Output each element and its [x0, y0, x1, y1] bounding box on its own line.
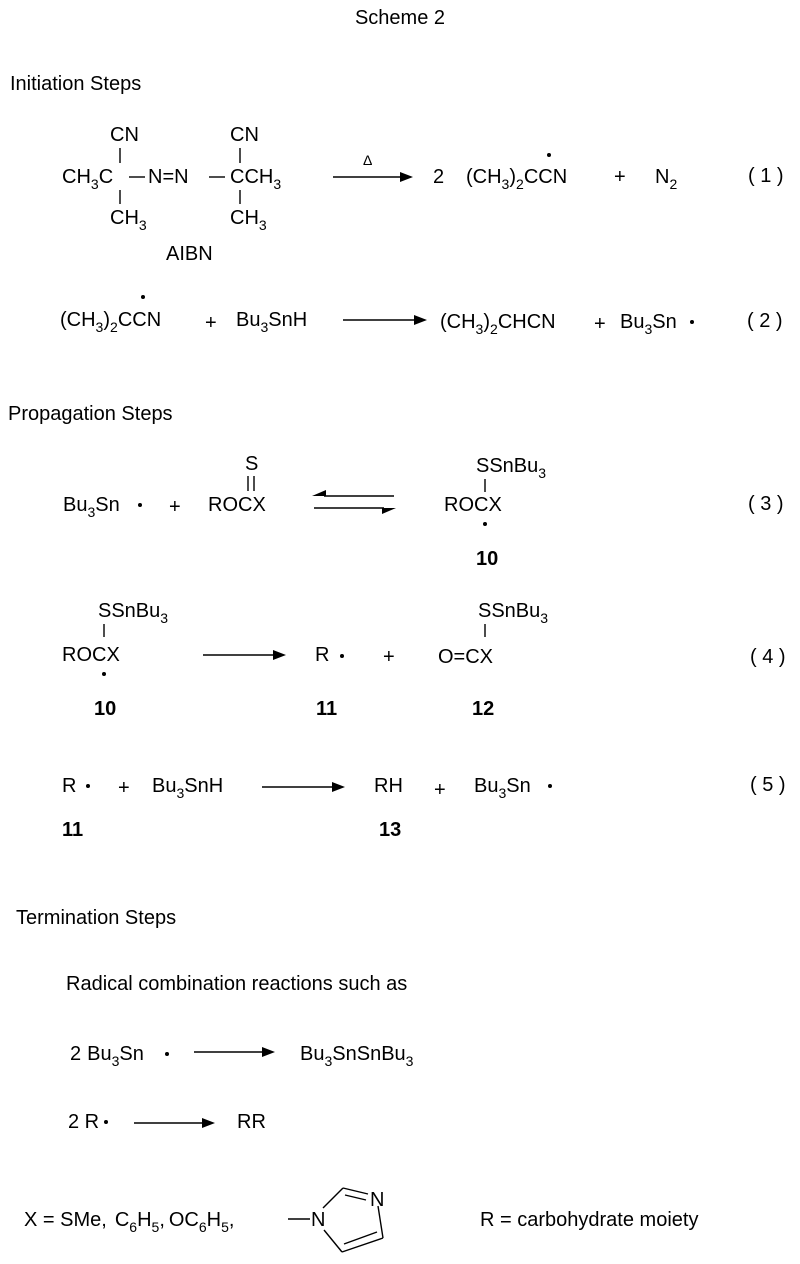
eq1-cch3-right: CCH3 [230, 166, 281, 192]
eq5-alkyl-radical: R [62, 775, 76, 797]
propagation-heading: Propagation Steps [8, 403, 173, 425]
eq2-arrow-head [414, 315, 427, 325]
imidazole-bond-c5-n1 [323, 1229, 343, 1253]
eq2-product-nitrile: (CH3)2CHCN [440, 311, 556, 337]
eq4-plus: + [383, 646, 395, 668]
eq3-adduct: ROCX [444, 494, 502, 516]
eq2-number: ( 2 ) [747, 310, 783, 332]
eq3-tin-radical-dot [138, 503, 142, 507]
equation-3: Bu3Sn + S ROCX SSnBu3 ROCX 10 ( 3 ) [63, 453, 784, 570]
imidazole-bond-c2-n3-b [344, 1194, 367, 1201]
eq3-xanthate: ROCX [208, 494, 266, 516]
eq3-tin-radical: Bu3Sn [63, 494, 120, 520]
eq4-label-11: 11 [316, 698, 337, 720]
eq5-alkane: RH [374, 775, 403, 797]
eq4-alkyl-radical: R [315, 644, 329, 666]
eq3-plus: + [169, 496, 181, 518]
termination-r-radical-dot [104, 1120, 108, 1124]
eq4-product-substituent: SSnBu3 [478, 600, 548, 626]
eq4-adduct: ROCX [62, 644, 120, 666]
imidazole-bond-c4-c5-b [343, 1231, 378, 1245]
eq5-number: ( 5 ) [750, 774, 786, 796]
eq5-tin-radical: Bu3Sn [474, 775, 531, 801]
termination-dimer: RR [237, 1111, 266, 1133]
eq1-ch3-left: CH3C [62, 166, 113, 192]
eq4-adduct-substituent: SSnBu3 [98, 600, 168, 626]
eq1-azo: N=N [148, 166, 189, 188]
imidazole-n1: N [311, 1209, 325, 1231]
eq3-adduct-substituent: SSnBu3 [476, 455, 546, 481]
eq1-nitrogen: N2 [655, 166, 677, 192]
eq3-arrow-reverse-head [312, 490, 326, 496]
r-definition: R = carbohydrate moiety [480, 1209, 698, 1231]
eq1-ch3-bottom-left: CH3 [110, 207, 147, 233]
eq1-heat-symbol: Δ [363, 152, 372, 168]
eq3-adduct-radical-dot [483, 522, 487, 526]
eq1-number: ( 1 ) [748, 165, 784, 187]
eq1-aibn-label: AIBN [166, 243, 213, 265]
imidazole-bond-n3-c4 [377, 1205, 384, 1239]
termination-reactant-r: 2 R [68, 1111, 99, 1133]
eq1-cn-left: CN [110, 124, 139, 146]
eq1-coefficient: 2 [433, 166, 444, 188]
equation-5: R 11 + Bu3SnH RH 13 + Bu3Sn ( 5 ) [62, 774, 786, 841]
eq2-tin-hydride: Bu3SnH [236, 309, 307, 335]
eq1-ch3-bottom-right: CH3 [230, 207, 267, 233]
eq4-arrow-head [273, 650, 286, 660]
eq5-alkyl-radical-dot [86, 784, 90, 788]
eq5-tin-hydride: Bu3SnH [152, 775, 223, 801]
termination-arrow-2-head [202, 1118, 215, 1128]
equation-4: SSnBu3 ROCX 10 R 11 + SSnBu3 O=CX 12 ( 4… [62, 600, 786, 720]
equation-1: CN CN CH3C N=N CCH3 CH3 CH3 AIBN Δ 2 (CH… [62, 124, 784, 265]
termination-tin-radical-dot [165, 1052, 169, 1056]
eq2-plus-2: + [594, 313, 606, 335]
eq2-tin-radical: Bu3Sn [620, 311, 677, 337]
eq1-arrow-head [400, 172, 413, 182]
eq1-plus: + [614, 166, 626, 188]
scheme-title: Scheme 2 [355, 7, 445, 29]
eq5-plus-2: + [434, 779, 446, 801]
eq2-plus-1: + [205, 312, 217, 334]
imidazole-bond-c4-c5-a [341, 1237, 384, 1253]
eq5-label-11: 11 [62, 819, 83, 841]
eq3-sulfur: S [245, 453, 258, 475]
eq2-radical-dot [141, 295, 145, 299]
equation-2: (CH3)2CCN + Bu3SnH (CH3)2CHCN + Bu3Sn ( … [60, 295, 783, 337]
imidazole-bond-n1-c2 [322, 1187, 344, 1209]
eq3-label-10: 10 [476, 548, 498, 570]
initiation-heading: Initiation Steps [10, 73, 141, 95]
imidazole-ring [322, 1187, 384, 1253]
imidazole-n3: N [370, 1189, 384, 1211]
x-definition: X = SMe,C6H5,OC6H5, [24, 1209, 234, 1235]
eq4-alkyl-radical-dot [340, 654, 344, 658]
eq1-radical-dot [547, 153, 551, 157]
eq4-number: ( 4 ) [750, 646, 786, 668]
eq2-radical: (CH3)2CCN [60, 309, 161, 335]
termination-intro: Radical combination reactions such as [66, 973, 407, 995]
imidazole-bond-c2-n3-a [342, 1187, 369, 1195]
footer-definitions: X = SMe,C6H5,OC6H5, N N R = carbohydrate… [24, 1187, 698, 1253]
eq1-product-radical: (CH3)2CCN [466, 166, 567, 192]
eq5-plus-1: + [118, 777, 130, 799]
termination-arrow-1-head [262, 1047, 275, 1057]
eq3-number: ( 3 ) [748, 493, 784, 515]
eq2-tin-radical-dot [690, 320, 694, 324]
termination-heading: Termination Steps [16, 907, 176, 929]
eq1-cn-right: CN [230, 124, 259, 146]
eq4-label-12: 12 [472, 698, 494, 720]
eq3-arrow-forward-head [382, 508, 396, 514]
eq4-adduct-radical-dot [102, 672, 106, 676]
termination-distannane: Bu3SnSnBu3 [300, 1043, 414, 1069]
eq5-arrow-head [332, 782, 345, 792]
eq4-label-10: 10 [94, 698, 116, 720]
eq5-label-13: 13 [379, 819, 401, 841]
eq5-tin-radical-dot [548, 784, 552, 788]
eq4-thiocarbonate: O=CX [438, 646, 493, 668]
